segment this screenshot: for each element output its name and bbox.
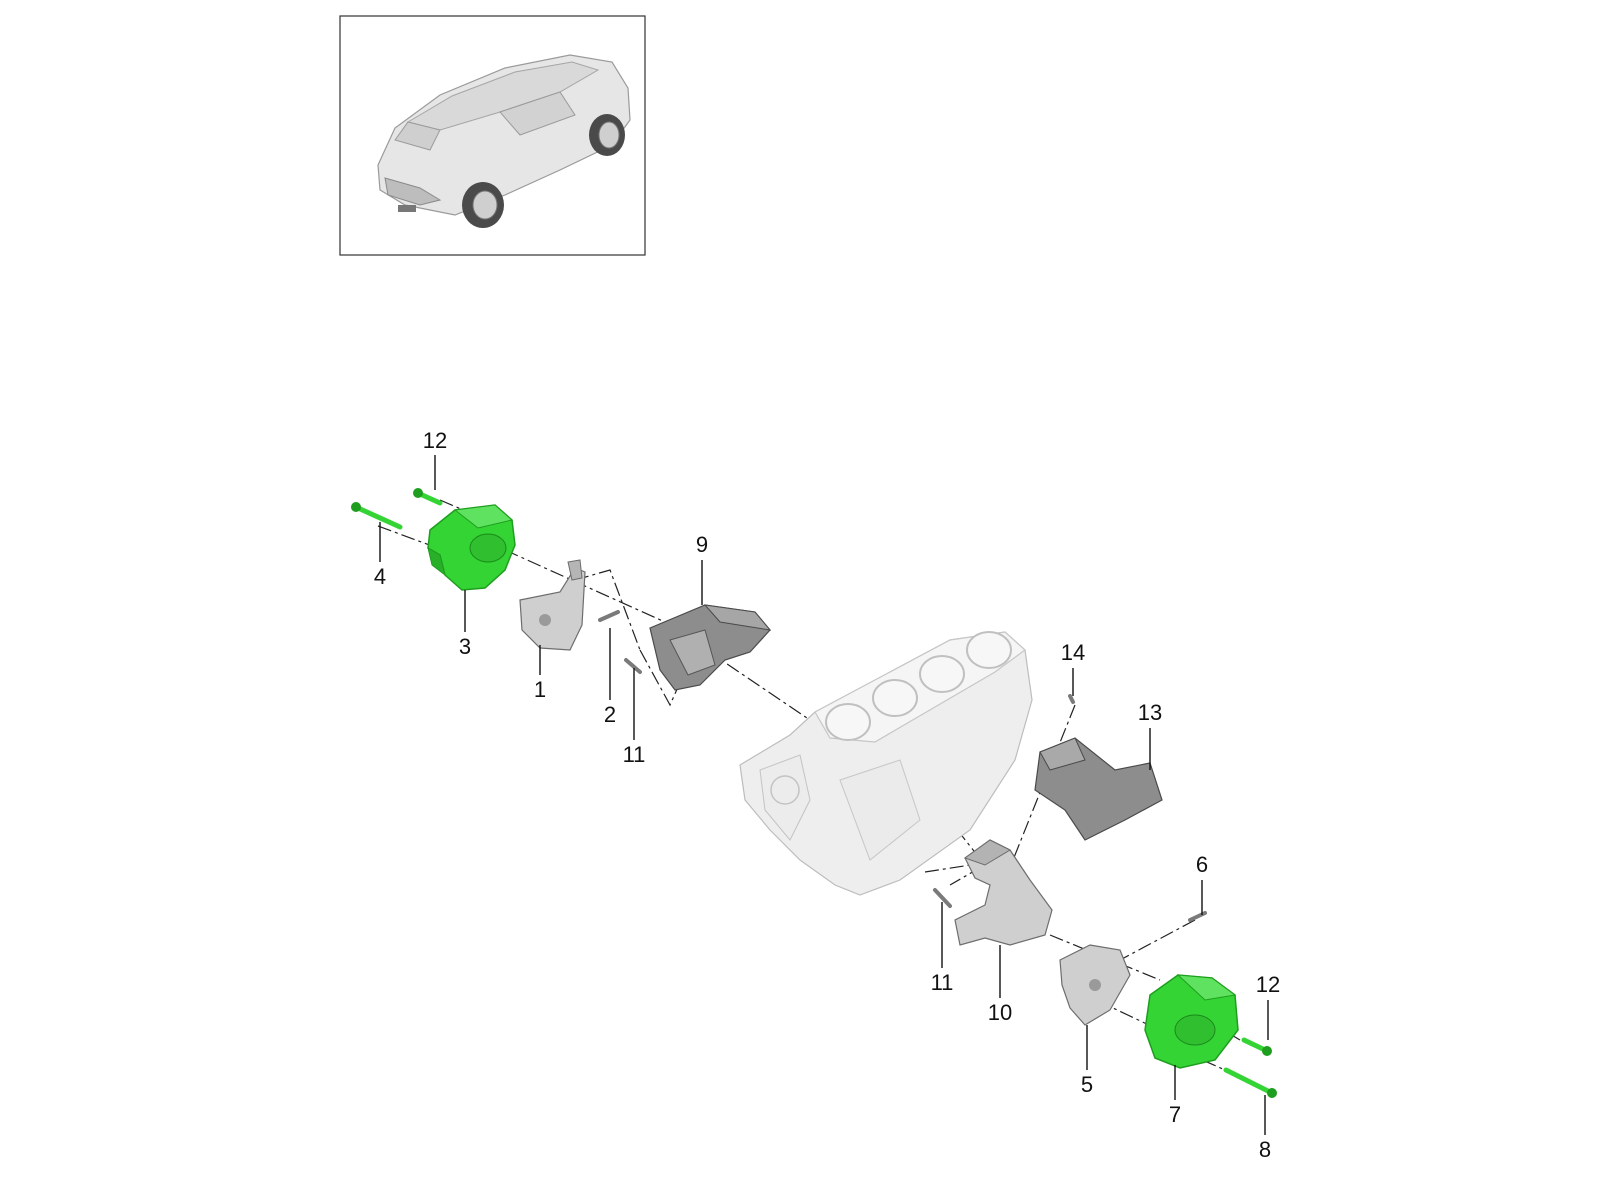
bolt-8 [1223,1067,1273,1095]
bolt-2 [598,610,620,622]
bolt-12-right [1241,1037,1268,1053]
assembly-line [504,549,666,623]
callout-6: 6 [1196,852,1208,877]
bolt-6 [1188,911,1207,922]
heat-shield-right [1034,737,1163,841]
callout-5: 5 [1081,1072,1093,1097]
bolt-14 [1068,694,1075,704]
bolt-4-head [351,502,361,512]
callout-13: 13 [1138,700,1162,725]
callout-12: 12 [423,428,447,453]
callout-14: 14 [1061,640,1085,665]
callout-12-right: 12 [1256,972,1280,997]
bolt-11-right [933,888,952,908]
engine-mount-right [1144,974,1239,1069]
callout-4: 4 [374,564,386,589]
leader-lines [379,455,1269,1135]
callout-11-left: 11 [623,742,646,767]
assembly-line [1119,919,1196,961]
car-illustration [377,54,631,228]
bolt-8-head [1267,1088,1277,1098]
callout-10: 10 [988,1000,1012,1025]
engine-block [739,631,1033,896]
assembly-line [574,569,641,651]
vehicle-thumbnail [339,15,646,256]
bolt-11-left [624,658,642,674]
callout-7: 7 [1169,1102,1181,1127]
bolt-4 [355,505,403,530]
callout-8: 8 [1259,1137,1271,1162]
callout-labels: 12 4 3 1 2 9 11 14 13 6 11 10 12 5 7 8 [374,428,1280,1162]
callout-2: 2 [604,702,616,727]
bracket-mount-right [1059,944,1131,1026]
heat-shield-upper [649,604,772,691]
bracket-left [519,559,586,651]
callout-9: 9 [696,532,708,557]
bolts [351,488,1277,1098]
bracket-right [954,839,1053,946]
callout-3: 3 [459,634,471,659]
engine-mount-left [427,504,516,591]
bolt-12-left-head [413,488,423,498]
bolt-12-left [417,491,443,506]
callout-11-right: 11 [931,970,954,995]
bolt-12-right-head [1262,1046,1272,1056]
callout-1: 1 [534,677,546,702]
